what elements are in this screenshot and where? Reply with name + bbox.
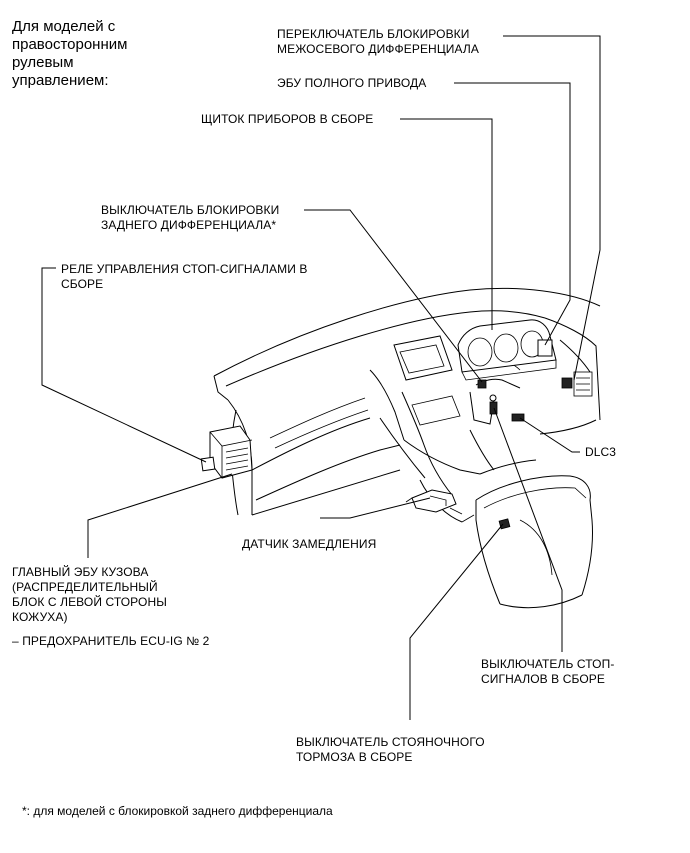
label-line: ВЫКЛЮЧАТЕЛЬ БЛОКИРОВКИ (101, 203, 280, 217)
label-rear-diff-lock-switch: ВЫКЛЮЧАТЕЛЬ БЛОКИРОВКИ ЗАДНЕГО ДИФФЕРЕНЦ… (101, 203, 279, 233)
label-center-diff-lock-switch: ПЕРЕКЛЮЧАТЕЛЬ БЛОКИРОВКИ МЕЖОСЕВОГО ДИФФ… (277, 27, 479, 57)
label-line: ЩИТОК ПРИБОРОВ В СБОРЕ (201, 112, 374, 126)
label-line: – ПРЕДОХРАНИТЕЛЬ ECU-IG № 2 (12, 634, 210, 648)
center-diff-switch-part (561, 371, 593, 397)
label-line: DLC3 (585, 445, 617, 459)
label-line: ПЕРЕКЛЮЧАТЕЛЬ БЛОКИРОВКИ (277, 27, 470, 41)
label-line: ГЛАВНЫЙ ЭБУ КУЗОВА (12, 565, 149, 579)
label-fuse: – ПРЕДОХРАНИТЕЛЬ ECU-IG № 2 (12, 634, 209, 649)
label-line: БЛОК С ЛЕВОЙ СТОРОНЫ (12, 595, 167, 609)
dashboard-outline (213, 287, 601, 609)
label-line: ВЫКЛЮЧАТЕЛЬ СТОП- (481, 657, 615, 671)
label-line: СБОРЕ (61, 277, 104, 291)
label-line: ТОРМОЗА В СБОРЕ (296, 750, 413, 764)
rear-diff-switch-part (477, 379, 487, 389)
label-awd-ecu: ЭБУ ПОЛНОГО ПРИВОДА (277, 76, 426, 91)
label-line: ЭБУ ПОЛНОГО ПРИВОДА (277, 76, 427, 90)
label-decel-sensor: ДАТЧИК ЗАМЕДЛЕНИЯ (242, 537, 376, 552)
label-instrument-cluster: ЩИТОК ПРИБОРОВ В СБОРЕ (201, 112, 373, 127)
main-body-ecu-block (209, 425, 253, 479)
label-line: (РАСПРЕДЕЛИТЕЛЬНЫЙ (12, 580, 158, 594)
awd-ecu-part (537, 339, 553, 357)
dlc3-part (511, 413, 525, 422)
model-note-line: управлением: (12, 72, 109, 89)
model-note: Для моделей с правосторонним рулевым упр… (12, 18, 127, 90)
stop-lamp-relay-part (200, 456, 216, 472)
footnote: *: для моделей с блокировкой заднего диф… (22, 804, 333, 818)
leader-lines (41, 35, 601, 720)
label-parking-brake-switch: ВЫКЛЮЧАТЕЛЬ СТОЯНОЧНОГО ТОРМОЗА В СБОРЕ (296, 735, 485, 765)
label-line: СИГНАЛОВ В СБОРЕ (481, 672, 605, 686)
label-line: ДАТЧИК ЗАМЕДЛЕНИЯ (242, 537, 377, 551)
label-line: МЕЖОСЕВОГО ДИФФЕРЕНЦИАЛА (277, 42, 479, 56)
label-line: КОЖУХА) (12, 610, 68, 624)
decel-sensor-part (405, 489, 463, 515)
label-dlc3: DLC3 (585, 445, 616, 460)
parking-brake-switch-part (498, 518, 511, 530)
model-note-line: Для моделей с (12, 18, 116, 35)
label-line: ВЫКЛЮЧАТЕЛЬ СТОЯНОЧНОГО (296, 735, 485, 749)
label-stop-lamp-relay: РЕЛЕ УПРАВЛЕНИЯ СТОП-СИГНАЛАМИ В СБОРЕ (61, 262, 308, 292)
stop-lamp-switch-part (489, 394, 498, 415)
model-note-line: правосторонним (12, 36, 128, 53)
label-main-body-ecu: ГЛАВНЫЙ ЭБУ КУЗОВА (РАСПРЕДЕЛИТЕЛЬНЫЙ БЛ… (12, 565, 167, 625)
label-line: ЗАДНЕГО ДИФФЕРЕНЦИАЛА* (101, 218, 277, 232)
label-line: РЕЛЕ УПРАВЛЕНИЯ СТОП-СИГНАЛАМИ В (61, 262, 308, 276)
label-stop-lamp-switch: ВЫКЛЮЧАТЕЛЬ СТОП- СИГНАЛОВ В СБОРЕ (481, 657, 614, 687)
model-note-line: рулевым (12, 54, 74, 71)
